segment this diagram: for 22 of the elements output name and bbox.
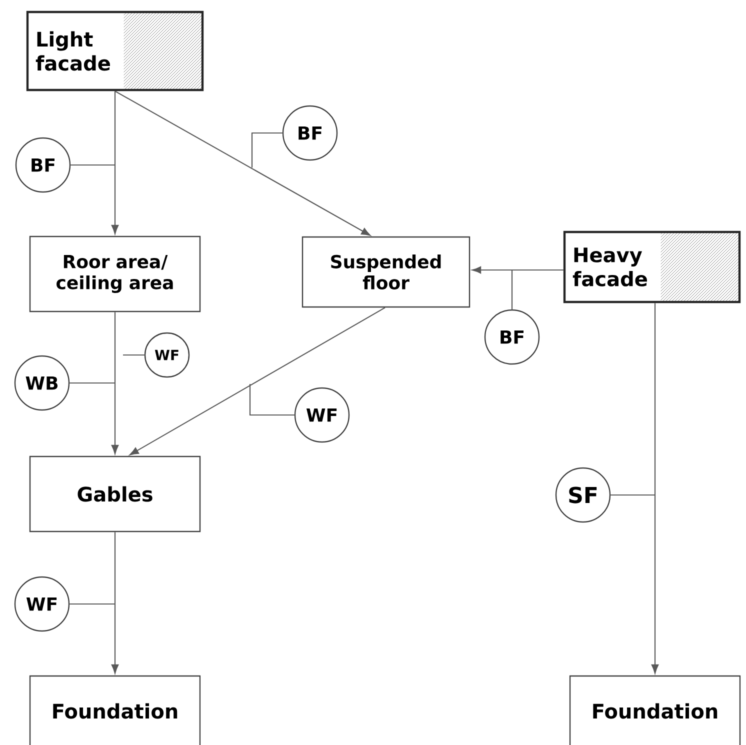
leader-line	[70, 382, 115, 384]
process-box: Gables	[29, 456, 201, 532]
leader-line	[251, 132, 282, 168]
process-box: Roor area/ ceiling area	[29, 236, 201, 312]
leader-line	[123, 354, 144, 356]
leader-line	[70, 603, 115, 605]
leader-line	[249, 384, 294, 416]
hatched-box: Heavy facade	[563, 230, 741, 304]
process-box: Suspended floor	[302, 236, 470, 308]
arrow	[111, 532, 119, 674]
arrow	[651, 303, 659, 674]
leader-line	[610, 494, 655, 496]
process-box: Foundation	[29, 675, 201, 745]
arrow	[111, 91, 119, 234]
leader-line	[70, 164, 115, 166]
hatched-box: Light facade	[26, 10, 204, 92]
arrow	[472, 266, 564, 274]
arrow	[114, 90, 371, 236]
arrow	[129, 307, 386, 456]
process-box: Foundation	[569, 675, 741, 745]
arrow	[111, 312, 119, 454]
leader-line	[511, 270, 513, 310]
